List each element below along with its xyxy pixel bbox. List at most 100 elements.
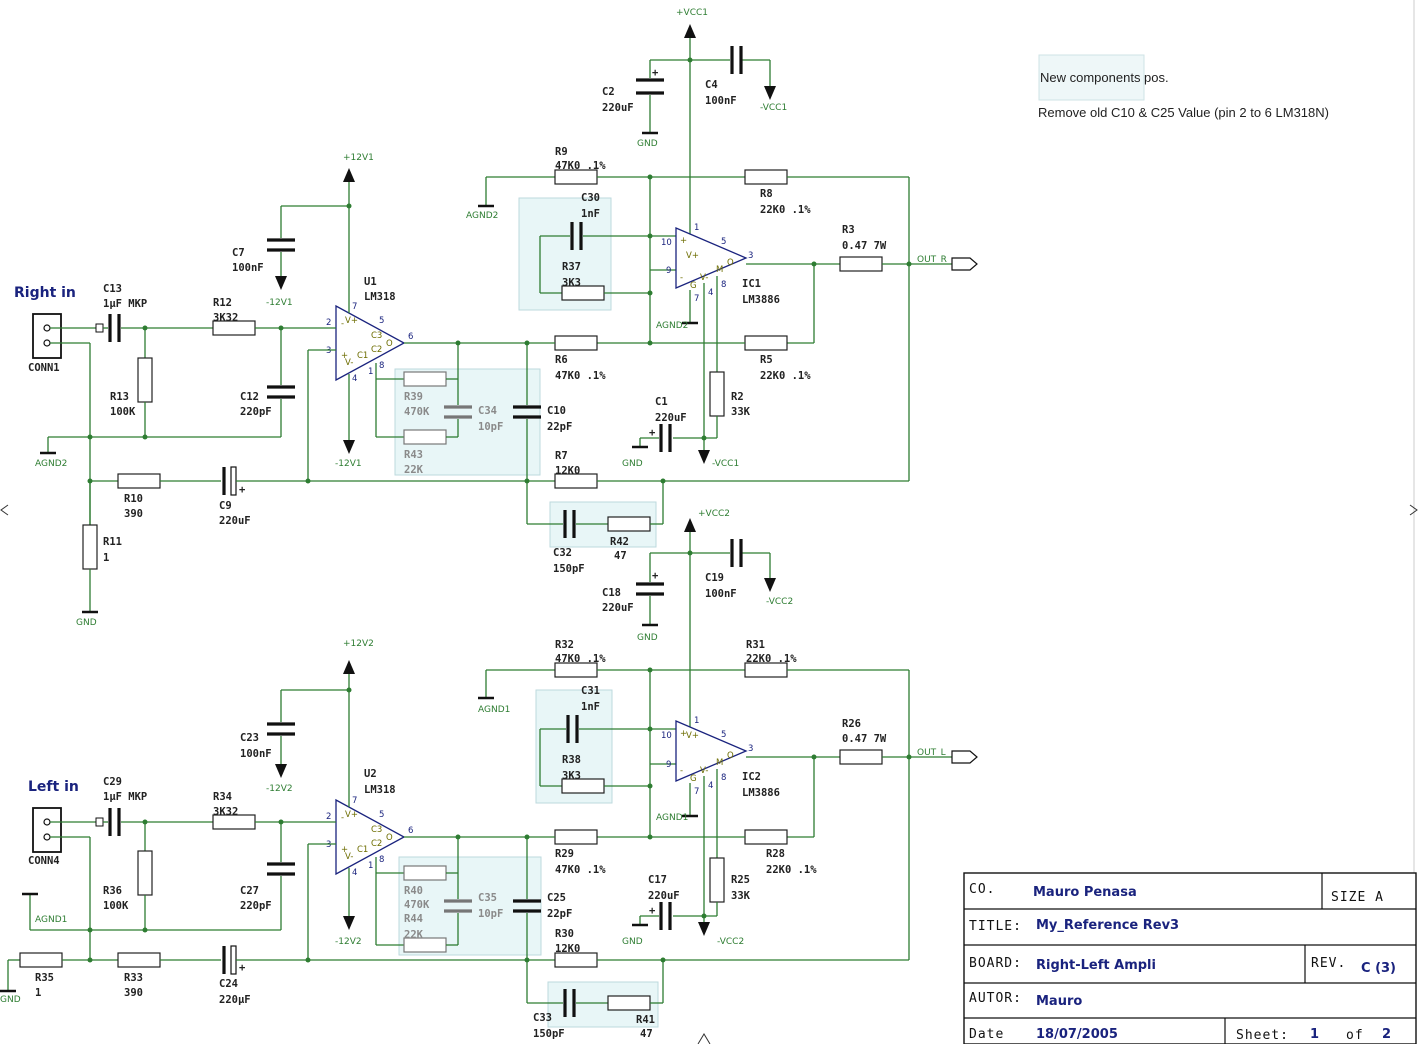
c17-val: 220uF <box>648 890 680 902</box>
ic1-ref: IC1 <box>742 278 761 290</box>
label-right-in: Right in <box>14 285 76 301</box>
c10-val: 22pF <box>547 421 572 433</box>
r8-val: 22K0 .1% <box>760 204 811 216</box>
r6-val: 47K0 .1% <box>555 370 606 382</box>
r10-body <box>117 473 161 489</box>
u1-c2: C2 <box>371 345 382 355</box>
r35-body <box>19 952 63 968</box>
ic1-plus: + <box>680 236 687 246</box>
r9-ref: R9 <box>555 146 568 158</box>
sheet-marker-right <box>1409 504 1418 516</box>
r2-body <box>709 371 725 417</box>
r36-body <box>137 850 153 896</box>
tb-date-label: Date <box>969 1027 1004 1042</box>
u2-pin7: 7 <box>352 796 357 806</box>
tb-sheet-label: Sheet: <box>1236 1028 1289 1043</box>
r42-ref: R42 <box>610 536 629 548</box>
r25-val: 33K <box>731 890 751 902</box>
c2-ref: C2 <box>602 86 615 98</box>
note-remove-old: Remove old C10 & C25 Value (pin 2 to 6 L… <box>1038 105 1329 120</box>
u2-o: O <box>386 833 393 843</box>
r6-body <box>554 335 598 351</box>
r25-body <box>709 857 725 903</box>
note-new-components: New components pos. <box>1040 70 1169 85</box>
c2-val: 220uF <box>602 102 634 114</box>
c13-ref: C13 <box>103 283 122 295</box>
ic1-val: LM3886 <box>742 294 780 306</box>
c24-ref: C24 <box>219 978 238 990</box>
c19-val: 100nF <box>705 588 737 600</box>
net-gnd-c1: GND <box>622 459 643 469</box>
c29-ref: C29 <box>103 776 122 788</box>
tb-co-value: Mauro Penasa <box>1033 885 1137 900</box>
v12-1-arrow-up <box>343 168 355 182</box>
net-out-l: OUT_L <box>917 748 946 758</box>
ic1-minus: - <box>680 273 683 283</box>
ic2-pin4: 4 <box>708 781 713 791</box>
r7-val: 12K0 <box>555 465 580 477</box>
r6-ref: R6 <box>555 354 568 366</box>
r5-body <box>744 335 788 351</box>
r33-ref: R33 <box>124 972 143 984</box>
c10-ref: C10 <box>547 405 566 417</box>
ic1-vplus: V+ <box>686 251 699 261</box>
u2-c2: C2 <box>371 839 382 849</box>
c27-ref: C27 <box>240 885 259 897</box>
conn4-ref: CONN4 <box>28 855 60 867</box>
r13-val: 100K <box>110 406 136 418</box>
v12-1-neg2-arrow <box>343 440 355 454</box>
u1-pin3: 3 <box>326 346 331 356</box>
r29-body <box>554 829 598 845</box>
c32-ref: C32 <box>553 547 572 559</box>
r25-ref: R25 <box>731 874 750 886</box>
vcc2-arrow-up <box>684 518 696 532</box>
u1-pin1: 1 <box>368 367 373 377</box>
tb-of-value: 2 <box>1382 1027 1391 1042</box>
r3-body <box>839 256 883 272</box>
ic2-o: O <box>727 751 734 761</box>
r2-val: 33K <box>731 406 751 418</box>
ic2-vminus: V- <box>700 766 708 776</box>
u1-pin4: 4 <box>352 374 357 384</box>
ic2-pin3: 3 <box>748 744 753 754</box>
vcc1-arrow-up <box>684 24 696 38</box>
net-vcc2-pos: +VCC2 <box>698 509 730 519</box>
ic2-minus: - <box>680 766 683 776</box>
net-agnd1-b: AGND1 <box>656 813 688 823</box>
ic1-pin8: 8 <box>721 280 726 290</box>
v12-2-arrow-up <box>343 660 355 674</box>
vcc1-neg-arrow <box>764 86 776 100</box>
r12-val: 3K32 <box>213 312 238 324</box>
r42-body <box>607 516 651 532</box>
r38-val: 3K3 <box>562 770 581 782</box>
r5-ref: R5 <box>760 354 773 366</box>
r12-ref: R12 <box>213 297 232 309</box>
r10-ref: R10 <box>124 493 143 505</box>
u1-val: LM318 <box>364 291 396 303</box>
net-12v1-pos: +12V1 <box>343 153 374 163</box>
c12-ref: C12 <box>240 391 259 403</box>
u1-pin8: 8 <box>379 361 384 371</box>
net-vcc2-neg: -VCC2 <box>766 597 793 607</box>
v12-1-neg-arrow <box>275 276 287 290</box>
r39-body <box>403 371 447 387</box>
r34-val: 3K32 <box>213 806 238 818</box>
r37-ref: R37 <box>562 261 581 273</box>
net-gnd-r35: GND <box>0 995 21 1005</box>
ic2-pin5: 5 <box>721 730 726 740</box>
tb-autor-label: AUTOR: <box>969 991 1022 1006</box>
u2-pin8: 8 <box>379 855 384 865</box>
r8-body <box>744 169 788 185</box>
channel-left: +VCC2 -VCC2 C19 100nF + GND C18 220uF AG… <box>0 509 978 1040</box>
tb-board-label: BOARD: <box>969 956 1022 971</box>
ic1-pin5: 5 <box>721 237 726 247</box>
u2-minus: - <box>341 813 344 823</box>
net-12v2-neg2: -12V2 <box>335 937 362 947</box>
c34-ref: C34 <box>478 405 497 417</box>
net-out-r: OUT_R <box>917 255 947 265</box>
tb-co-label: CO. <box>969 882 995 897</box>
r13-ref: R13 <box>110 391 129 403</box>
net-gnd-c2: GND <box>637 139 658 149</box>
ic2-pin1: 1 <box>694 716 699 726</box>
r28-body <box>744 829 788 845</box>
